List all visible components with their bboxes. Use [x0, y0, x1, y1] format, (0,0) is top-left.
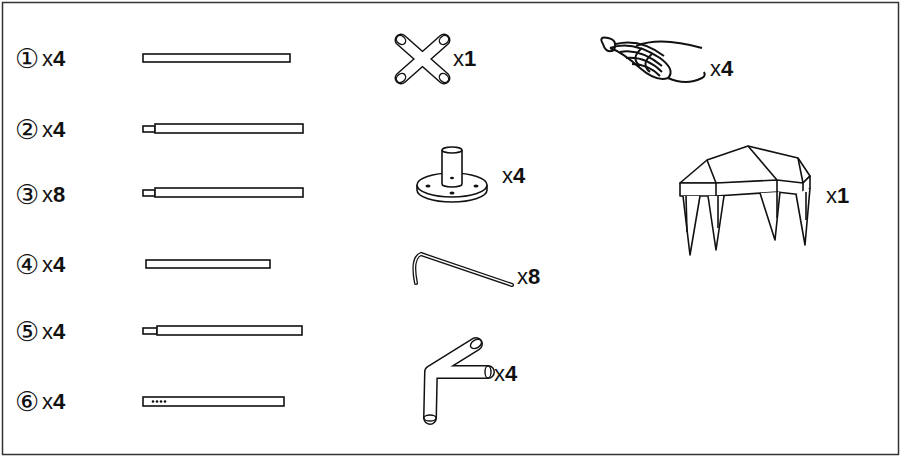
quantity-label: x4: [42, 119, 65, 141]
corner-connector: [424, 337, 491, 421]
quantity-label: x4: [42, 48, 65, 70]
callout-number: ①: [15, 45, 39, 72]
quantity-label: x8: [517, 266, 540, 288]
quantity-label: x1: [826, 185, 849, 207]
quantity-label: x4: [710, 58, 733, 80]
cross-connector: [395, 34, 451, 85]
callout-number: ⑤: [15, 318, 39, 345]
guy-rope: [601, 38, 704, 82]
ground-stake: [414, 254, 512, 285]
quantity-label: x4: [42, 254, 65, 276]
callout-number: ④: [15, 251, 39, 278]
quantity-label: x1: [453, 48, 476, 70]
frame: [3, 3, 899, 455]
canopy-tent: [680, 146, 810, 255]
callout-number: ⑥: [15, 388, 39, 415]
callout-number: ③: [15, 181, 39, 208]
callout-number: ②: [15, 116, 39, 143]
quantity-label: x8: [42, 184, 65, 206]
quantity-label: x4: [42, 391, 65, 413]
quantity-label: x4: [494, 363, 517, 385]
quantity-label: x4: [42, 321, 65, 343]
quantity-label: x4: [502, 165, 525, 187]
pole-holes: [152, 400, 167, 403]
poles: [143, 54, 303, 406]
base-plate: [417, 147, 487, 202]
